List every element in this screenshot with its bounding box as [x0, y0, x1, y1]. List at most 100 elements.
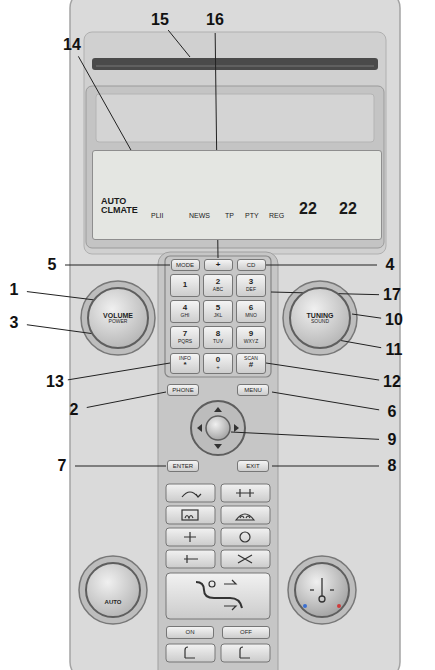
display-text: 22: [299, 201, 317, 218]
push-button: MENU: [237, 384, 269, 396]
button-label: MODE: [176, 262, 194, 268]
button-label: 8: [216, 330, 220, 338]
button-label: ON: [186, 629, 195, 635]
button-label: POWER: [109, 319, 128, 324]
tuning-knob: TUNINGSOUND: [289, 287, 351, 349]
callout-number: 8: [388, 458, 397, 474]
fan-knob-ring: [79, 556, 147, 624]
arrow-left: [197, 424, 202, 432]
push-button: 4GHI: [170, 300, 200, 323]
temperature-knob: [295, 563, 349, 617]
push-button: 1: [170, 274, 200, 297]
leader-line: [68, 363, 170, 380]
button-label: CD: [247, 262, 256, 268]
button-label: GHI: [181, 313, 190, 318]
button-label: +: [216, 364, 220, 370]
push-button: +: [204, 259, 233, 271]
temperature-knob-ring: [288, 556, 356, 624]
arrow-right: [234, 424, 239, 432]
display-text: NEWS: [189, 212, 210, 219]
push-button: 2ABC: [203, 274, 233, 297]
button-label: 3: [249, 278, 253, 286]
arrow-down: [214, 444, 222, 449]
display-window: [96, 94, 374, 142]
button-label: 9: [249, 330, 253, 338]
knob-ring: [81, 281, 155, 355]
display-text: TP: [225, 212, 234, 219]
push-button: 6MNO: [236, 300, 266, 323]
push-button: OFF: [222, 626, 270, 639]
push-button: 8TUV: [203, 326, 233, 349]
button-label: SOUND: [311, 319, 329, 324]
button-label: PHONE: [172, 387, 193, 393]
display-text: PLII: [151, 212, 163, 219]
button-label: 7: [183, 330, 187, 338]
navigation-centre: [206, 416, 230, 440]
callout-number: 5: [48, 257, 57, 273]
temperature-icon: [310, 578, 334, 602]
push-button: 9WXYZ: [236, 326, 266, 349]
leader-line: [272, 392, 379, 410]
fan-knob: AUTO: [85, 562, 141, 618]
push-button: 5JKL: [203, 300, 233, 323]
leader-line: [27, 325, 95, 334]
climate-buttons: [166, 484, 270, 662]
leader-line: [352, 314, 381, 318]
leader-line: [266, 265, 377, 266]
button-label: AUTO: [105, 599, 122, 605]
button-label: VOLUME: [103, 312, 133, 319]
slot-highlight: [96, 66, 374, 67]
button-label: 0: [216, 356, 220, 364]
push-button: 0+: [203, 353, 233, 374]
button-label: PQRS: [178, 339, 192, 344]
push-button: INFO*: [170, 353, 200, 374]
callout-number: 4: [386, 257, 395, 273]
callout-number: 14: [63, 37, 81, 53]
button-label: *: [183, 361, 186, 369]
button-label: 4: [183, 304, 187, 312]
callout-number: 12: [383, 374, 401, 390]
callout-number: 11: [386, 342, 403, 358]
display-text: AUTO CLMATE: [101, 197, 138, 216]
navigation-ring: [191, 401, 245, 455]
button-label: +: [216, 261, 221, 269]
callout-number: 10: [385, 312, 403, 328]
button-label: MENU: [244, 387, 262, 393]
button-label: ABC: [213, 287, 223, 292]
button-label: MNO: [245, 313, 257, 318]
button-label: EXIT: [246, 463, 259, 469]
push-button: SCAN#: [236, 353, 266, 374]
button-label: 5: [216, 304, 220, 312]
button-column: [158, 252, 278, 670]
leader-line: [272, 466, 379, 467]
button-label: WXYZ: [244, 339, 258, 344]
push-button: 3DEF: [236, 274, 266, 297]
push-button: ENTER: [167, 460, 199, 472]
callout-number: 13: [46, 374, 64, 390]
push-button: CD: [237, 259, 266, 271]
leader-line: [87, 392, 166, 408]
button-label: ENTER: [173, 463, 193, 469]
button-label: 2: [216, 278, 220, 286]
warm-marker: [337, 604, 341, 608]
display-housing: [86, 86, 384, 248]
button-label: DEF: [246, 287, 256, 292]
button-label: JKL: [214, 313, 223, 318]
button-label: 1: [183, 281, 187, 289]
leader-line: [231, 432, 379, 439]
leader-line: [27, 292, 95, 300]
callout-number: 17: [383, 287, 401, 303]
leader-line: [266, 363, 379, 380]
callout-number: 15: [151, 12, 169, 28]
leader-line: [75, 466, 166, 467]
upper-bezel: [84, 32, 386, 254]
push-button: EXIT: [237, 460, 269, 472]
cold-marker: [303, 604, 307, 608]
push-button: ON: [166, 626, 214, 639]
button-label: TUV: [213, 339, 223, 344]
leader-line: [338, 340, 381, 348]
climate-icons: [182, 489, 254, 658]
display-text: REG: [269, 212, 284, 219]
callout-number: 9: [388, 432, 397, 448]
callout-number: 1: [10, 282, 19, 298]
